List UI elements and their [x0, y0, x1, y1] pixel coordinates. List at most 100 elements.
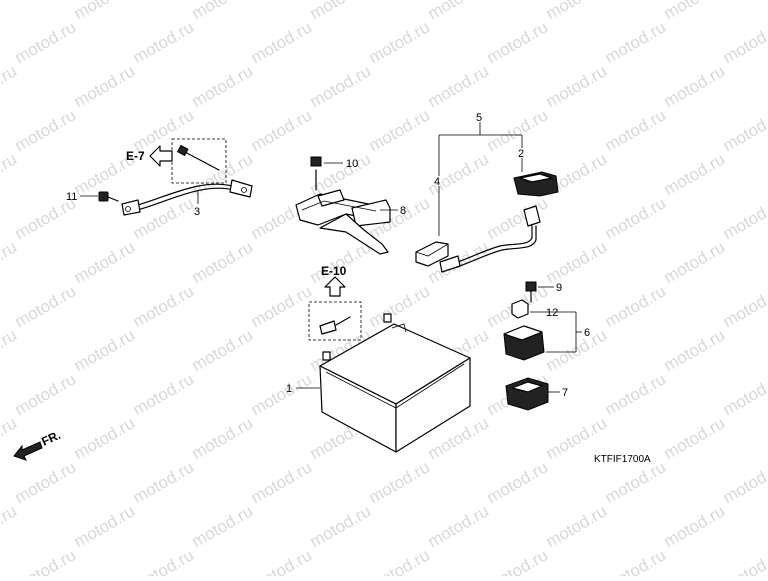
watermark-text: motod.ru [661, 237, 729, 287]
watermark-text: motod.ru [366, 105, 434, 155]
battery-part-1 [296, 314, 470, 452]
front-arrow-icon [14, 442, 42, 460]
cable-terminal-right [230, 180, 252, 197]
bolt-shaft [183, 151, 219, 170]
watermark-text: motod.ru [720, 105, 768, 155]
watermark-text: motod.ru [130, 281, 198, 331]
watermark-text: motod.ru [12, 545, 80, 576]
watermark-text: motod.ru [248, 369, 316, 419]
relay-cover-part-7 [506, 378, 560, 410]
watermark-text: motod.ru [248, 17, 316, 67]
watermark-text: motod.ru [71, 325, 139, 375]
watermark-text: motod.ru [12, 105, 80, 155]
watermark-text: motod.ru [425, 149, 493, 199]
watermark-text: motod.ru [661, 501, 729, 551]
watermark-text: motod.ru [602, 281, 670, 331]
watermark-text: motod.ru [720, 281, 768, 331]
watermark-text: motod.ru [425, 61, 493, 111]
watermark-text: motod.ru [189, 325, 257, 375]
watermark-text: motod.ru [602, 369, 670, 419]
e7-label: E-7 [126, 149, 145, 163]
watermark-text: motod.ru [602, 17, 670, 67]
watermark-text: motod.ru [0, 325, 20, 375]
battery-terminal-neg [323, 352, 330, 360]
battery-terminal-pos [384, 314, 391, 322]
e10-terminal [320, 321, 336, 334]
watermark-text: motod.ru [484, 545, 552, 576]
watermark-text: motod.ru [130, 17, 198, 67]
e7-arrow-icon [150, 146, 172, 166]
watermark-text: motod.ru [366, 457, 434, 507]
watermark-text: motod.ru [366, 545, 434, 576]
watermark-text: motod.ru [189, 237, 257, 287]
watermark-text: motod.ru [661, 413, 729, 463]
watermark-text: motod.ru [0, 0, 20, 23]
watermark-text: motod.ru [720, 17, 768, 67]
watermark-text: motod.ru [661, 149, 729, 199]
watermark-text: motod.ru [543, 237, 611, 287]
watermark-text: motod.ru [71, 501, 139, 551]
watermark-text: motod.ru [189, 413, 257, 463]
callout-7: 7 [562, 387, 568, 399]
diagram-code: KTFIF1700A [594, 454, 651, 465]
callout-8: 8 [400, 205, 406, 217]
watermark-text: motod.ru [71, 0, 139, 23]
watermark-text: motod.ru [720, 457, 768, 507]
callout-12: 12 [546, 307, 558, 319]
watermark-text: motod.ru [189, 0, 257, 23]
watermark-text: motod.ru [484, 17, 552, 67]
watermark-text: motod.ru [307, 0, 375, 23]
watermark-text: motod.ru [130, 545, 198, 576]
callout-2: 2 [518, 148, 524, 160]
fuse-part-12 [512, 300, 528, 318]
watermark-text: motod.ru [12, 369, 80, 419]
watermark-text: motod.ru [248, 457, 316, 507]
watermark-text: motod.ru [543, 501, 611, 551]
bolt-11-shaft [108, 197, 118, 201]
watermark-text: motod.ru [307, 501, 375, 551]
watermark-text: motod.ru [661, 61, 729, 111]
watermark-text: motod.ru [130, 105, 198, 155]
watermark-text: motod.ru [71, 237, 139, 287]
watermark-text: motod.ru [130, 369, 198, 419]
watermark-text: motod.ru [12, 457, 80, 507]
front-direction-indicator: FR. [14, 428, 63, 460]
bolt-11-head [99, 192, 108, 201]
watermark-text: motod.ru [720, 369, 768, 419]
watermark-text: motod.ru [661, 0, 729, 23]
watermark-text: motod.ru [543, 0, 611, 23]
bolt-head [178, 145, 188, 155]
callout-3: 3 [194, 206, 200, 218]
watermark-text: motod.ru [12, 281, 80, 331]
callout-5: 5 [476, 112, 482, 124]
watermark-text: motod.ru [484, 457, 552, 507]
watermark-text: motod.ru [602, 545, 670, 576]
watermark-text: motod.ru [307, 61, 375, 111]
watermark-text: motod.ru [248, 545, 316, 576]
watermark-text: motod.ru [661, 325, 729, 375]
watermark-text: motod.ru [425, 0, 493, 23]
watermark-text: motod.ru [720, 545, 768, 576]
watermark-text: motod.ru [0, 149, 20, 199]
watermark-text: motod.ru [189, 61, 257, 111]
watermark-text: motod.ru [366, 281, 434, 331]
callout-11: 11 [66, 191, 77, 203]
watermark-text: motod.ru [484, 193, 552, 243]
watermark-text: motod.ru [307, 237, 375, 287]
front-label: FR. [39, 428, 62, 449]
watermark-text: motod.ru [366, 17, 434, 67]
watermark-text: motod.ru [130, 457, 198, 507]
bolt-9-head [526, 282, 536, 291]
watermark-text: motod.ru [0, 237, 20, 287]
watermark-text: motod.ru [720, 193, 768, 243]
callout-9: 9 [556, 282, 562, 294]
watermark-text: motod.ru [248, 281, 316, 331]
watermark-text: motod.ru [543, 61, 611, 111]
watermark-text: motod.ru [71, 61, 139, 111]
watermark-text: motod.ru [71, 413, 139, 463]
callout-4: 4 [434, 176, 440, 188]
e10-wire [336, 317, 350, 325]
